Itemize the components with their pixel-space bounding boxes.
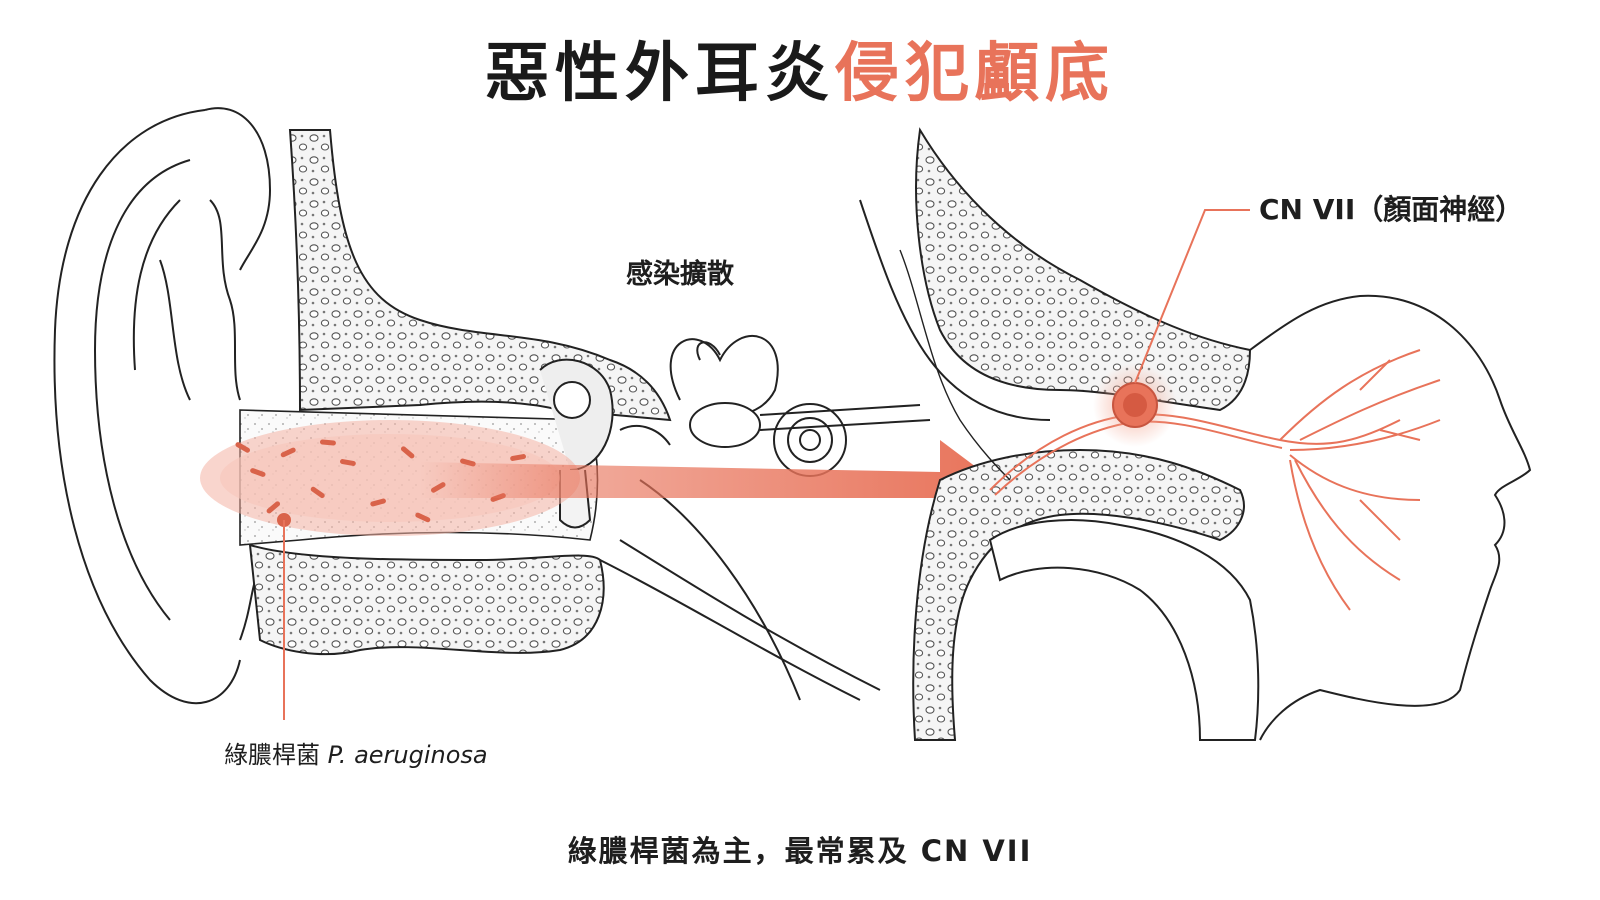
face-profile-icon bbox=[1249, 294, 1532, 741]
label-bacteria-latin: P. aeruginosa bbox=[327, 741, 488, 769]
infected-canal bbox=[200, 420, 580, 536]
label-bacteria-cn: 綠膿桿菌 bbox=[224, 741, 320, 769]
skull-base-icon bbox=[859, 127, 1260, 741]
ear-icon bbox=[53, 107, 272, 705]
title-main: 惡性外耳炎 bbox=[485, 37, 835, 111]
cn7-marker bbox=[1093, 209, 1250, 447]
facial-nerve bbox=[989, 349, 1441, 611]
page-title: 惡性外耳炎侵犯顱底 bbox=[0, 22, 1600, 114]
title-accent: 侵犯顱底 bbox=[835, 37, 1115, 111]
label-bacteria: 綠膿桿菌 P. aeruginosa bbox=[224, 735, 488, 770]
label-cn7: CN VII（顏面神經） bbox=[1259, 193, 1524, 226]
arrow-icon bbox=[420, 440, 1000, 530]
label-infection-spread: 感染擴散 bbox=[626, 259, 734, 290]
caption: 綠膿桿菌為主，最常累及 CN VII bbox=[567, 834, 1033, 868]
bacteria-marker bbox=[277, 513, 291, 720]
